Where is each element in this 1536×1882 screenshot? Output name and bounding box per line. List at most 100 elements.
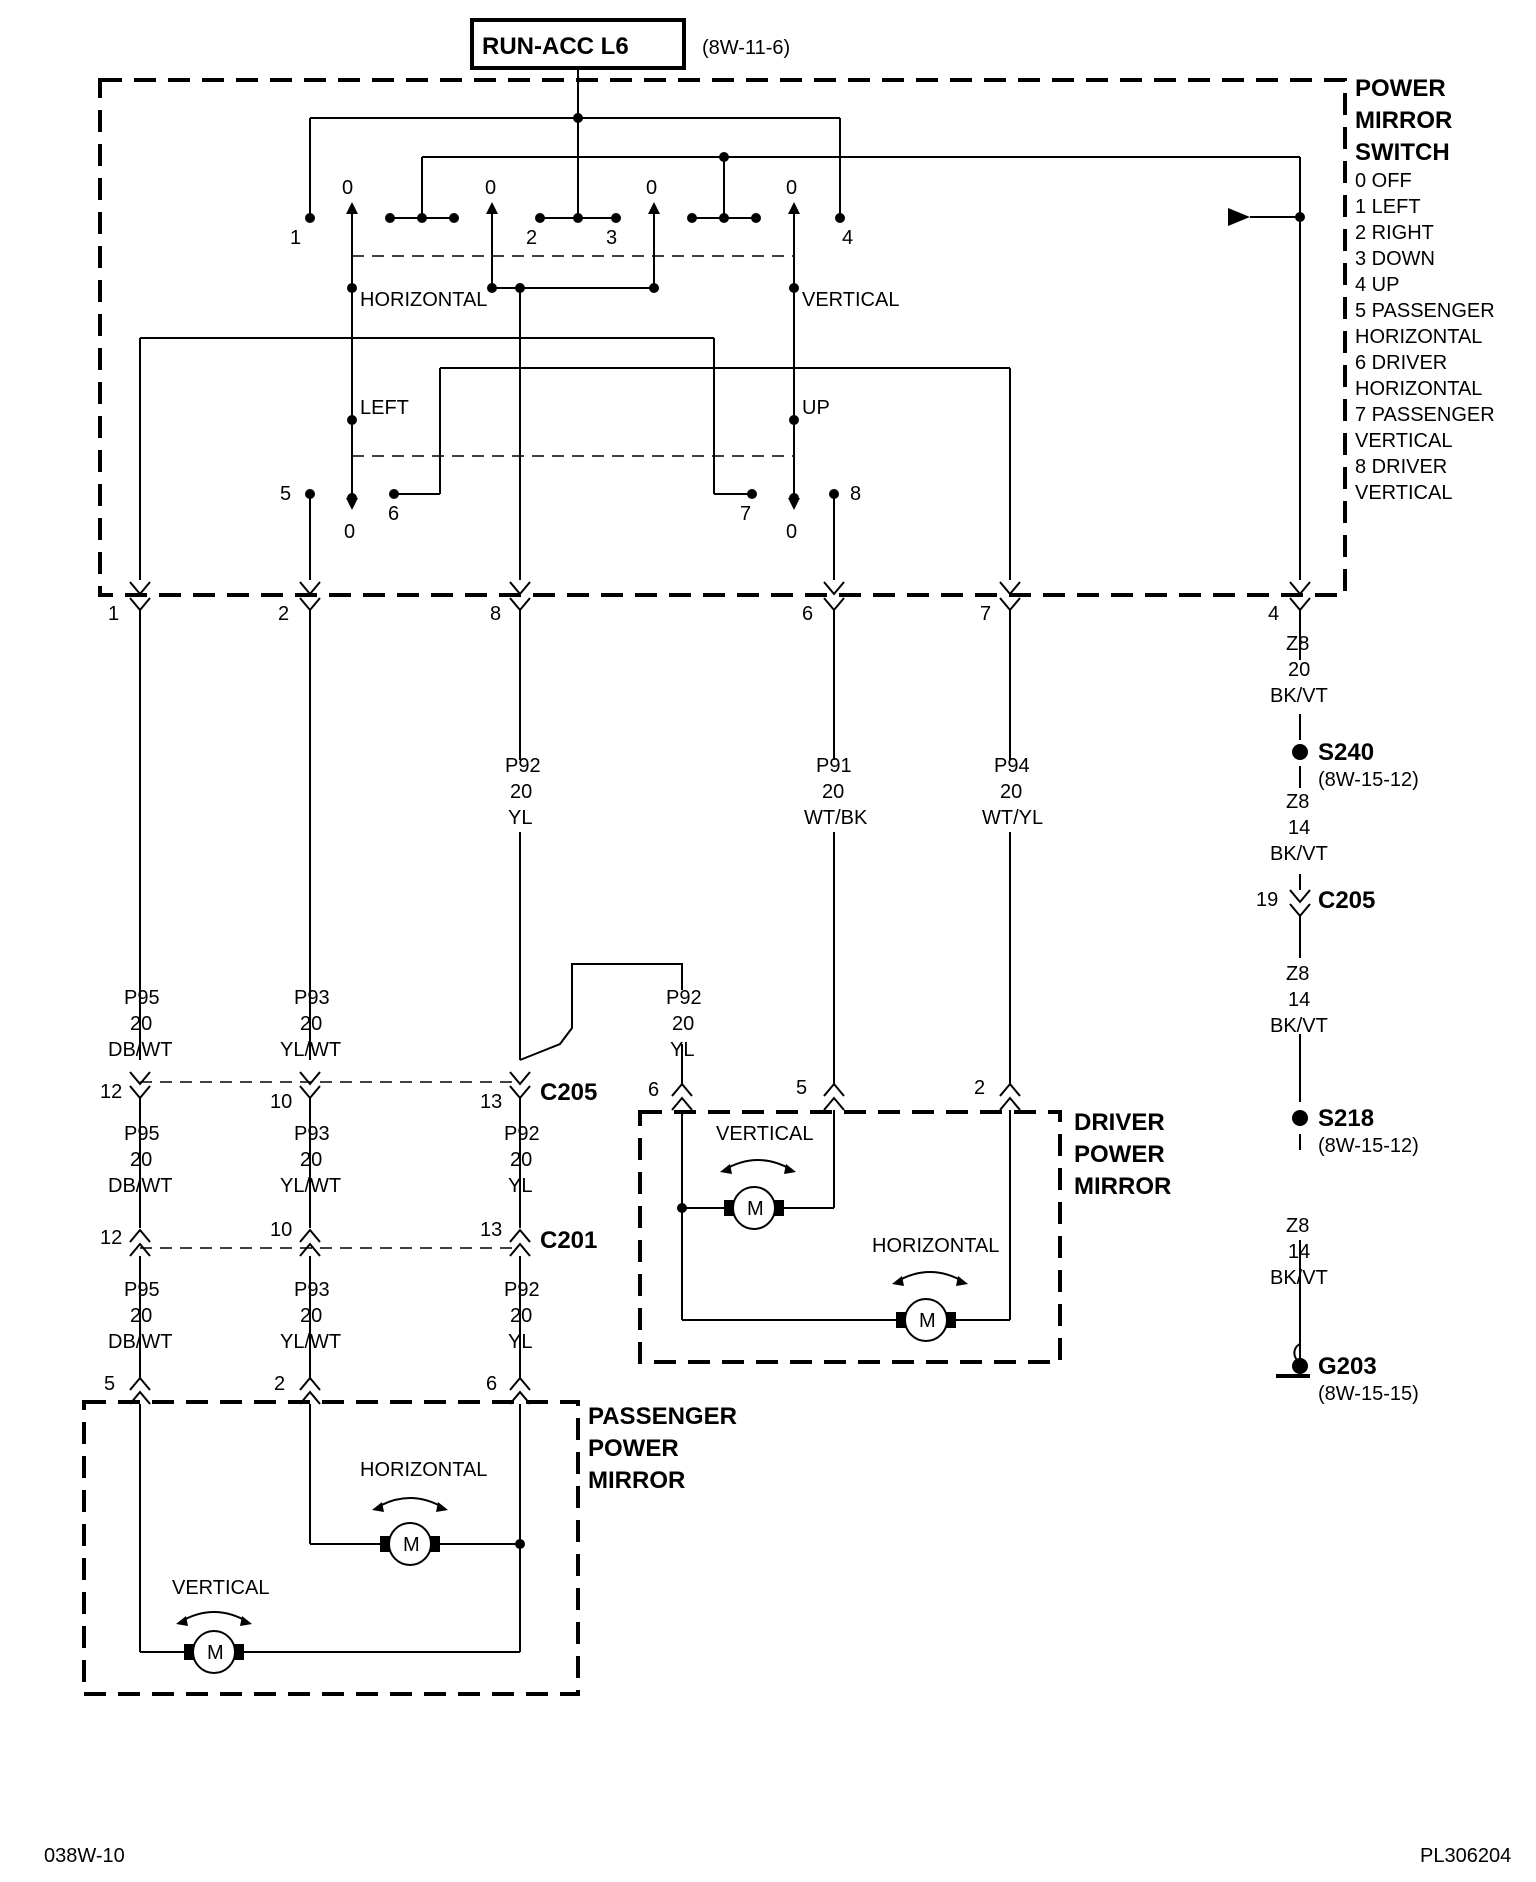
wire-code: P91	[816, 755, 852, 777]
legend-item: 1 LEFT	[1355, 196, 1421, 218]
out-pin: 2	[278, 603, 289, 625]
wire-gauge: 20	[300, 1305, 322, 1327]
motor-label: M	[747, 1198, 764, 1220]
wire-color: WT/BK	[804, 807, 868, 829]
legend-item: 4 UP	[1355, 274, 1399, 296]
wire-color: YL	[670, 1039, 694, 1061]
c205-ground-label: C205	[1318, 887, 1375, 914]
s218-dot	[1292, 1110, 1308, 1126]
switch-pin: 2	[526, 227, 537, 249]
source-ref: (8W-11-6)	[702, 37, 790, 59]
wire-gauge: 20	[300, 1013, 322, 1035]
wire-color: BK/VT	[1270, 843, 1328, 865]
out-pin: 4	[1268, 603, 1279, 625]
pass-pin: 5	[104, 1373, 115, 1395]
vertical-label: VERTICAL	[802, 289, 899, 311]
legend-item: 0 OFF	[1355, 170, 1412, 192]
driver-vertical-label: VERTICAL	[716, 1123, 813, 1145]
wire-color: DB/WT	[108, 1039, 172, 1061]
splice-name: S218	[1318, 1105, 1374, 1132]
legend-item: 6 DRIVER	[1355, 352, 1447, 374]
motion-arrow-icon	[723, 1159, 793, 1171]
wire-gauge: 20	[822, 781, 844, 803]
wire-color: WT/YL	[982, 807, 1043, 829]
ground-ref: (8W-15-15)	[1318, 1383, 1419, 1405]
wire-code: P92	[505, 755, 541, 777]
motion-arrow-icon	[179, 1611, 249, 1623]
motion-arrow-icon	[375, 1497, 445, 1509]
wire-gauge: 14	[1288, 817, 1310, 839]
wire-color: BK/VT	[1270, 1015, 1328, 1037]
wire-color: BK/VT	[1270, 685, 1328, 707]
harness-wires	[139, 610, 1301, 1360]
legend-item: 3 DOWN	[1355, 248, 1435, 270]
wire-code: P92	[504, 1123, 540, 1145]
motor-label: M	[919, 1310, 936, 1332]
switch-title-line: POWER	[1355, 75, 1446, 102]
switch-pin: 6	[388, 503, 399, 525]
wire-code: P94	[994, 755, 1030, 777]
footer-right: PL306204	[1420, 1845, 1511, 1867]
ground-name: G203	[1318, 1353, 1377, 1380]
wire-code: Z8	[1286, 791, 1309, 813]
switch-internals	[139, 68, 1305, 580]
passenger-mirror-outline	[82, 1400, 580, 1696]
wire-gauge: 20	[672, 1013, 694, 1035]
splices: S240 (8W-15-12) 19 C205 S218 (8W-15-12) …	[1256, 739, 1419, 1405]
c205-connector: P95 20 DB/WT P93 20 YL/WT P92 20 YL 12 1…	[100, 987, 702, 1228]
wire-gauge: 20	[510, 781, 532, 803]
out-pin: 7	[980, 603, 991, 625]
pass-pin: 2	[274, 1373, 285, 1395]
switch-title-line: SWITCH	[1355, 139, 1450, 166]
s240-dot	[1292, 744, 1308, 760]
driver-title-line: MIRROR	[1074, 1173, 1171, 1200]
source-label: RUN-ACC L6	[482, 33, 629, 60]
driver-horizontal-label: HORIZONTAL	[872, 1235, 999, 1257]
switch-zero: 0	[786, 521, 797, 543]
legend-item: VERTICAL	[1355, 482, 1452, 504]
driver-title-line: POWER	[1074, 1141, 1165, 1168]
legend-item: 7 PASSENGER	[1355, 404, 1495, 426]
left-label: LEFT	[360, 397, 409, 419]
pass-pin: 6	[486, 1373, 497, 1395]
wire-gauge: 20	[510, 1305, 532, 1327]
wire-gauge: 20	[130, 1305, 152, 1327]
wire-code: P93	[294, 1279, 330, 1301]
horizontal-label: HORIZONTAL	[360, 289, 487, 311]
passenger-title-line: PASSENGER	[588, 1403, 737, 1430]
c205-pin: 13	[480, 1091, 502, 1113]
switch-zero: 0	[342, 177, 353, 199]
motion-arrow-icon	[895, 1271, 965, 1283]
wire-gauge: 14	[1288, 1241, 1310, 1263]
motor-icon	[732, 1186, 776, 1230]
motor-icon	[192, 1630, 236, 1674]
drv-pin: 2	[974, 1077, 985, 1099]
wire-labels-upper: P92 20 YL P91 20 WT/BK P94 20 WT/YL Z8 2…	[505, 633, 1328, 1289]
switch-zero: 0	[344, 521, 355, 543]
legend-item: 5 PASSENGER	[1355, 300, 1495, 322]
out-pin: 6	[802, 603, 813, 625]
c205-ground-pin: 19	[1256, 889, 1278, 911]
switch-pin: 5	[280, 483, 291, 505]
switch-pin: 3	[606, 227, 617, 249]
driver-mirror-outline	[638, 1110, 1062, 1364]
drv-pin: 5	[796, 1077, 807, 1099]
out-pin: 1	[108, 603, 119, 625]
legend-item: 2 RIGHT	[1355, 222, 1434, 244]
wire-code: Z8	[1286, 963, 1309, 985]
wire-gauge: 14	[1288, 989, 1310, 1011]
out-pin: 8	[490, 603, 501, 625]
switch-output-connectors: 1 2 8 6 7 4	[108, 581, 1311, 625]
legend-item: HORIZONTAL	[1355, 326, 1482, 348]
motor-label: M	[207, 1642, 224, 1664]
c201-connector: 12 10 13 C201 P95 20 DB/WT P93 20 YL/WT …	[100, 1219, 597, 1380]
switch-pin: 7	[740, 503, 751, 525]
wire-code: P93	[294, 987, 330, 1009]
wire-gauge: 20	[1288, 659, 1310, 681]
switch-zero: 0	[646, 177, 657, 199]
wire-code: P95	[124, 1123, 160, 1145]
legend-item: HORIZONTAL	[1355, 378, 1482, 400]
passenger-title-line: MIRROR	[588, 1467, 685, 1494]
passenger-vertical-label: VERTICAL	[172, 1577, 269, 1599]
